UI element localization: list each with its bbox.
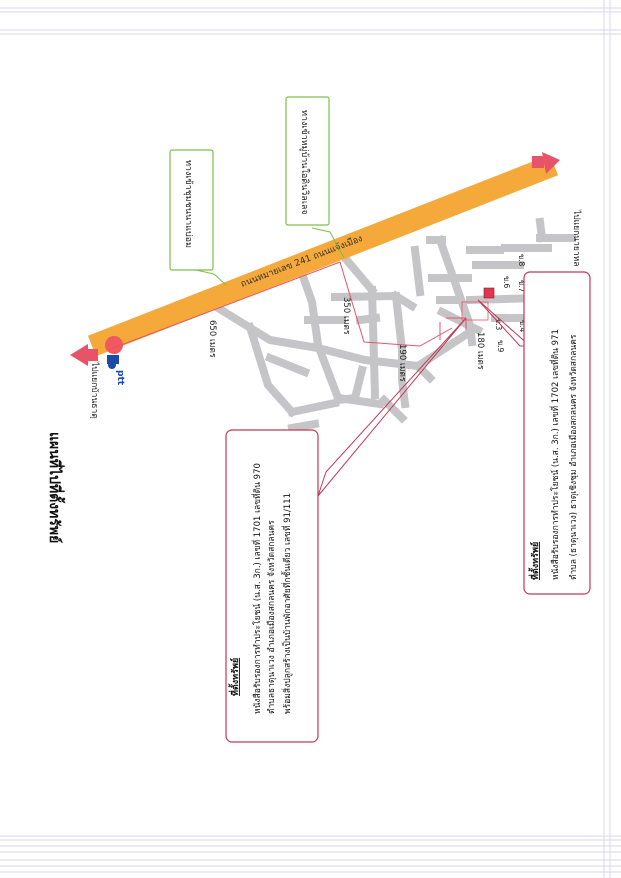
distance-190: 190 เมตร [397,344,407,382]
ptt-station-icon: ptt [107,355,125,386]
property-b-line2: ตำบล (ธาตุนาเวง) ธาตุเชิงชุม อำเภอเมืองส… [568,334,579,580]
plot-label-3: ข.6 [502,276,511,289]
callout-community-entrance: ทางเข้าชุมชนนาแบ่อม [169,149,227,286]
callout-property-b: ที่ตั้งทรัพย์ หนังสือรับรองการทำประโยชน์… [523,271,591,595]
property-a-line3: พร้อมสิ่งปลูกสร้างเป็นบ้านพักอาศัยทึ่กชั… [281,493,293,714]
distance-650: 650 เมตร [207,320,217,358]
plot-label-6: ข.9 [496,340,505,353]
distance-350: 350 เมตร [341,297,351,335]
property-a-heading: ที่ตั้งทรัพย์ [228,658,241,696]
property-a-line2: ตำบลธาตุนาเวง อำเภอเมืองสกลนคร จังหวัดสก… [266,520,277,714]
distance-180: 180 เมตร [475,332,485,370]
plot-label-5: ข.8 [517,254,526,267]
property-parcel-marker [483,287,495,299]
callout-property-a: ที่ตั้งทรัพย์ หนังสือรับรองการทำประโยชน์… [225,429,319,743]
plot-label-2: ข.4 [518,320,527,333]
plot-label-4: ข.7 [517,280,526,293]
map-title: แผนที่ไปที่ตั้งทรัพย์ [46,432,66,543]
property-a-line1: หนังสือรับรองการทำประโยชน์ (น.ส. 3ก.) เล… [251,463,263,714]
property-b-line1: หนังสือรับรองการทำประโยชน์ (น.ส. 3ก.) เล… [549,329,561,580]
direction-end-label: ไปแยกนายาหล [571,209,582,266]
callout-a-pointer [317,317,467,497]
callout-village-entrance: ทางเข้าหมู่บ้านใอดินวิลเลจ [285,96,345,259]
direction-start-label: ไปแยกบ้านธาตุ [89,361,100,419]
junction-b-label: ทางเข้าหมู่บ้านใอดินวิลเลจ [299,110,310,215]
route-path [107,261,467,351]
highway-end-arrow-right [532,152,560,174]
local-roads [199,217,576,433]
ptt-logo-text: ptt [115,370,125,386]
highway-end-arrow-left [70,344,98,366]
property-b-heading: ที่ตั้งทรัพย์ [528,542,541,580]
plot-labels: ข.3 ข.4 ข.6 ข.7 ข.8 ข.9 [494,254,527,353]
junction-a-label: ทางเข้าชุมชนนาแบ่อม [183,160,194,248]
plot-label-1: ข.3 [494,318,503,331]
